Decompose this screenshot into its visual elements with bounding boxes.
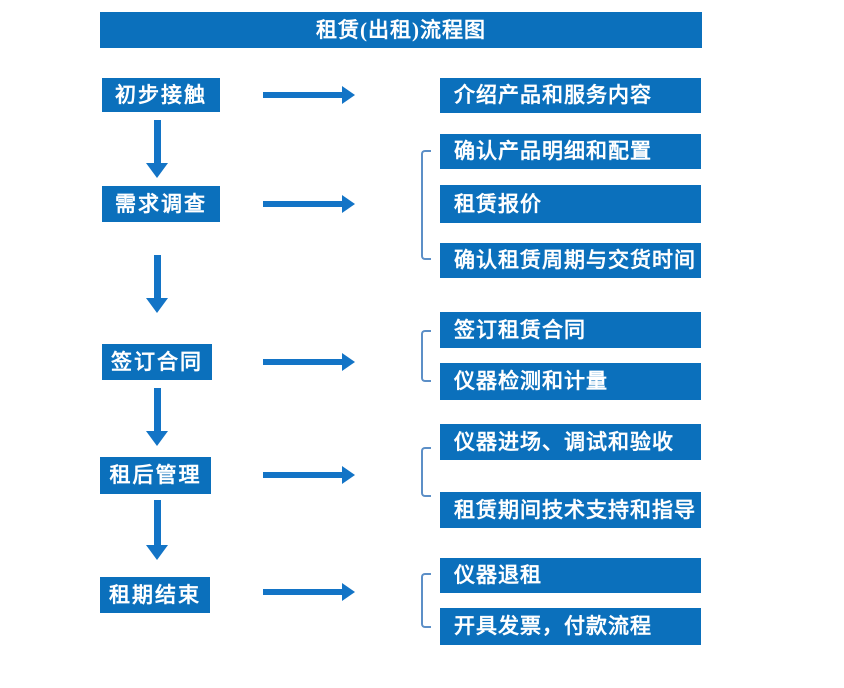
arrow-shaft bbox=[154, 255, 161, 298]
arrow-shaft bbox=[263, 472, 342, 478]
square-bracket-icon bbox=[421, 447, 431, 497]
arrow-down-icon bbox=[146, 120, 168, 178]
arrow-right-icon bbox=[263, 582, 355, 602]
arrow-shaft bbox=[154, 120, 161, 163]
arrow-head bbox=[146, 545, 168, 560]
arrow-down-icon bbox=[146, 388, 168, 446]
title-bar: 租赁(出租)流程图 bbox=[100, 12, 702, 48]
stage-box-lease-end: 租期结束 bbox=[100, 577, 210, 613]
arrow-shaft bbox=[263, 359, 342, 365]
arrow-down-icon bbox=[146, 500, 168, 560]
square-bracket-icon bbox=[421, 330, 431, 382]
stage-box-initial-contact: 初步接触 bbox=[102, 78, 220, 112]
arrow-head bbox=[342, 353, 355, 371]
arrow-right-icon bbox=[263, 465, 355, 485]
arrow-right-icon bbox=[263, 352, 355, 372]
arrow-down-icon bbox=[146, 255, 168, 313]
detail-box-confirm-product-details: 确认产品明细和配置 bbox=[440, 134, 701, 169]
square-bracket-icon bbox=[421, 150, 431, 260]
arrow-head bbox=[146, 298, 168, 313]
detail-box-instrument-entry: 仪器进场、调试和验收 bbox=[440, 424, 701, 460]
arrow-shaft bbox=[154, 500, 161, 545]
page-title: 租赁(出租)流程图 bbox=[316, 18, 486, 42]
stage-box-sign-contract: 签订合同 bbox=[102, 344, 212, 380]
arrow-head bbox=[342, 466, 355, 484]
arrow-right-icon bbox=[263, 85, 355, 105]
arrow-head bbox=[342, 86, 355, 104]
detail-box-confirm-rental-period: 确认租赁周期与交货时间 bbox=[440, 243, 701, 278]
detail-box-technical-support: 租赁期间技术支持和指导 bbox=[440, 492, 701, 528]
arrow-shaft bbox=[263, 201, 342, 207]
detail-box-sign-rental-contract: 签订租赁合同 bbox=[440, 312, 701, 348]
arrow-head bbox=[342, 195, 355, 213]
arrow-head bbox=[146, 163, 168, 178]
square-bracket-icon bbox=[421, 573, 431, 628]
arrow-shaft bbox=[263, 92, 342, 98]
arrow-head bbox=[342, 583, 355, 601]
detail-box-introduce-products: 介绍产品和服务内容 bbox=[440, 78, 701, 113]
arrow-shaft bbox=[263, 589, 342, 595]
arrow-head bbox=[146, 431, 168, 446]
detail-box-invoice-payment: 开具发票，付款流程 bbox=[440, 608, 701, 645]
arrow-right-icon bbox=[263, 194, 355, 214]
stage-box-demand-survey: 需求调查 bbox=[102, 186, 220, 222]
detail-box-rental-quote: 租赁报价 bbox=[440, 185, 701, 223]
arrow-shaft bbox=[154, 388, 161, 431]
detail-box-instrument-testing: 仪器检测和计量 bbox=[440, 363, 701, 400]
detail-box-instrument-return: 仪器退租 bbox=[440, 558, 701, 593]
stage-box-post-rental-management: 租后管理 bbox=[100, 457, 211, 494]
